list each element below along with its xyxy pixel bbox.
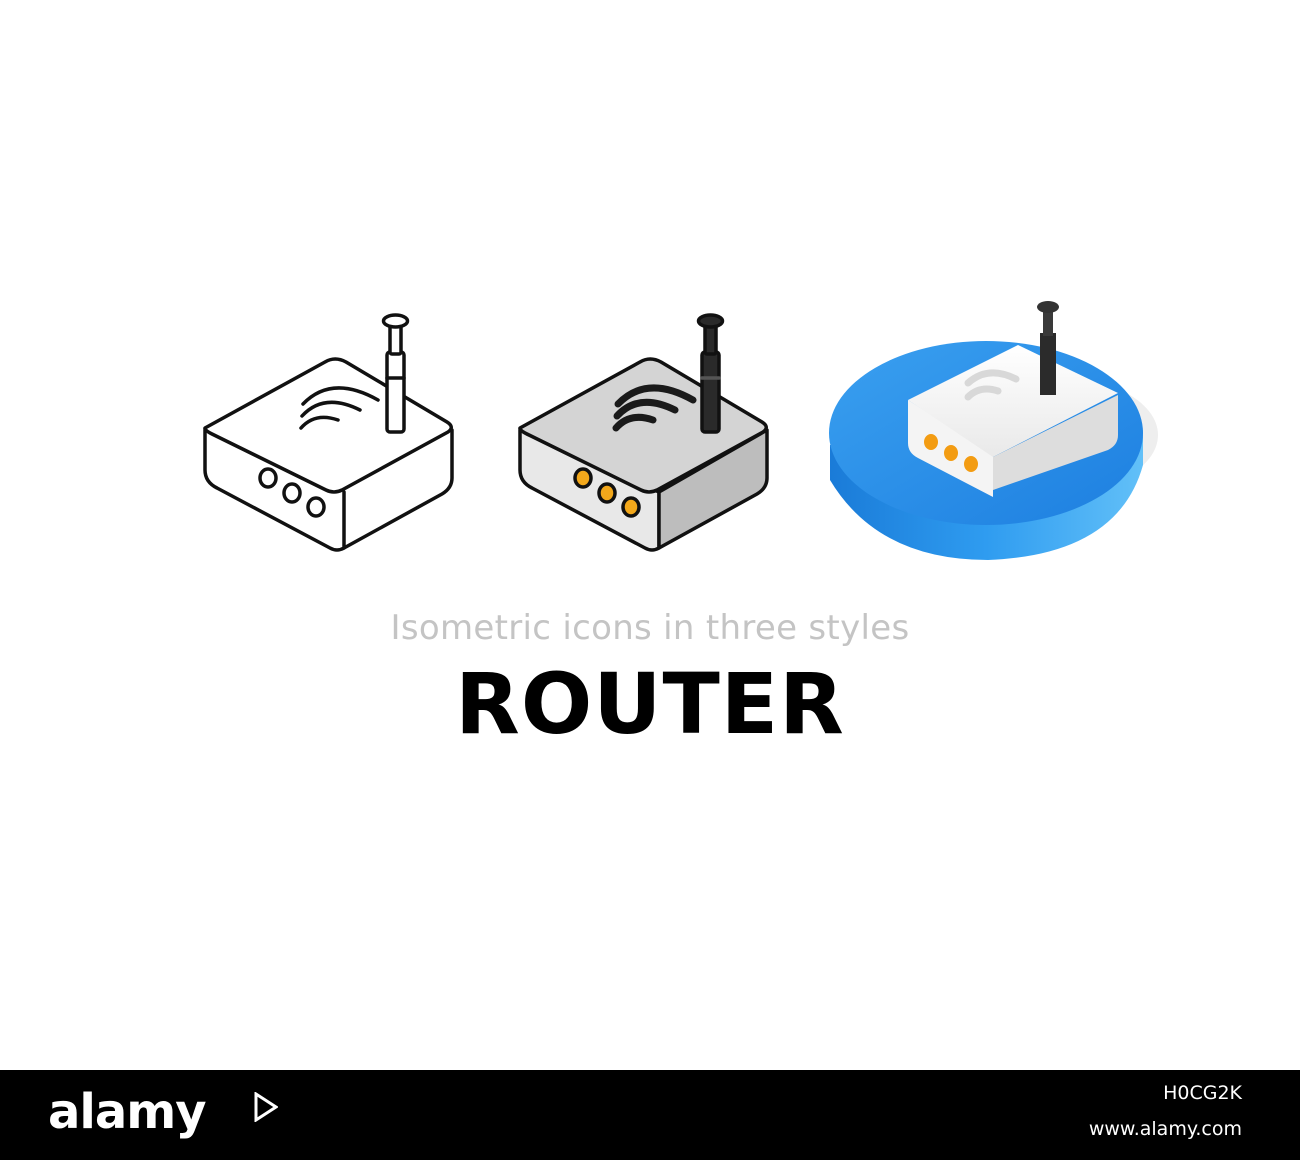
alamy-mark-icon: [254, 1092, 278, 1122]
router-isometric-icon: [818, 285, 1158, 575]
page-title: ROUTER: [455, 655, 845, 753]
brand-logo: alamy: [48, 1084, 207, 1140]
router-outline-icon: [190, 300, 470, 570]
image-id: H0CG2K: [1163, 1082, 1242, 1104]
subtitle: Isometric icons in three styles: [390, 608, 910, 648]
site-link[interactable]: www.alamy.com: [1088, 1118, 1242, 1140]
footer-bar: alamy H0CG2K www.alamy.com: [0, 1070, 1300, 1160]
router-filled-icon: [505, 300, 785, 570]
stock-image-canvas: Isometric icons in three styles ROUTER: [190, 285, 1158, 753]
